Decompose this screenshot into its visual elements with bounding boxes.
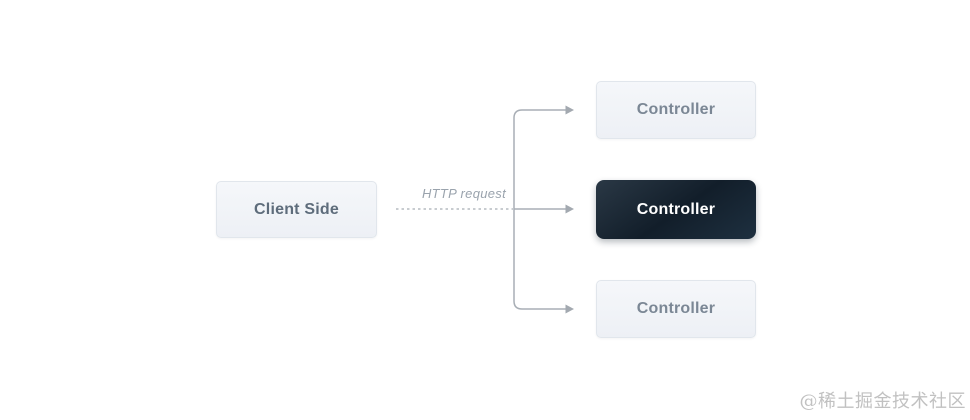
controller-node-top: Controller (596, 81, 756, 139)
controller-node-middle: Controller (596, 180, 756, 239)
controller-bottom-label: Controller (636, 300, 716, 317)
client-side-node: Client Side (216, 181, 377, 238)
controller-node-bottom: Controller (596, 280, 756, 338)
client-side-label: Client Side (254, 200, 339, 218)
arrowhead-top-icon (565, 105, 574, 115)
arrowhead-middle-icon (565, 204, 574, 214)
http-request-label: HTTP request (421, 186, 506, 201)
connector-arrows (396, 105, 574, 314)
watermark-text: @稀土掘金技术社区 (799, 391, 966, 412)
arrowhead-bottom-icon (565, 304, 574, 314)
controller-middle-label: Controller (636, 200, 716, 218)
controller-top-label: Controller (636, 101, 716, 118)
